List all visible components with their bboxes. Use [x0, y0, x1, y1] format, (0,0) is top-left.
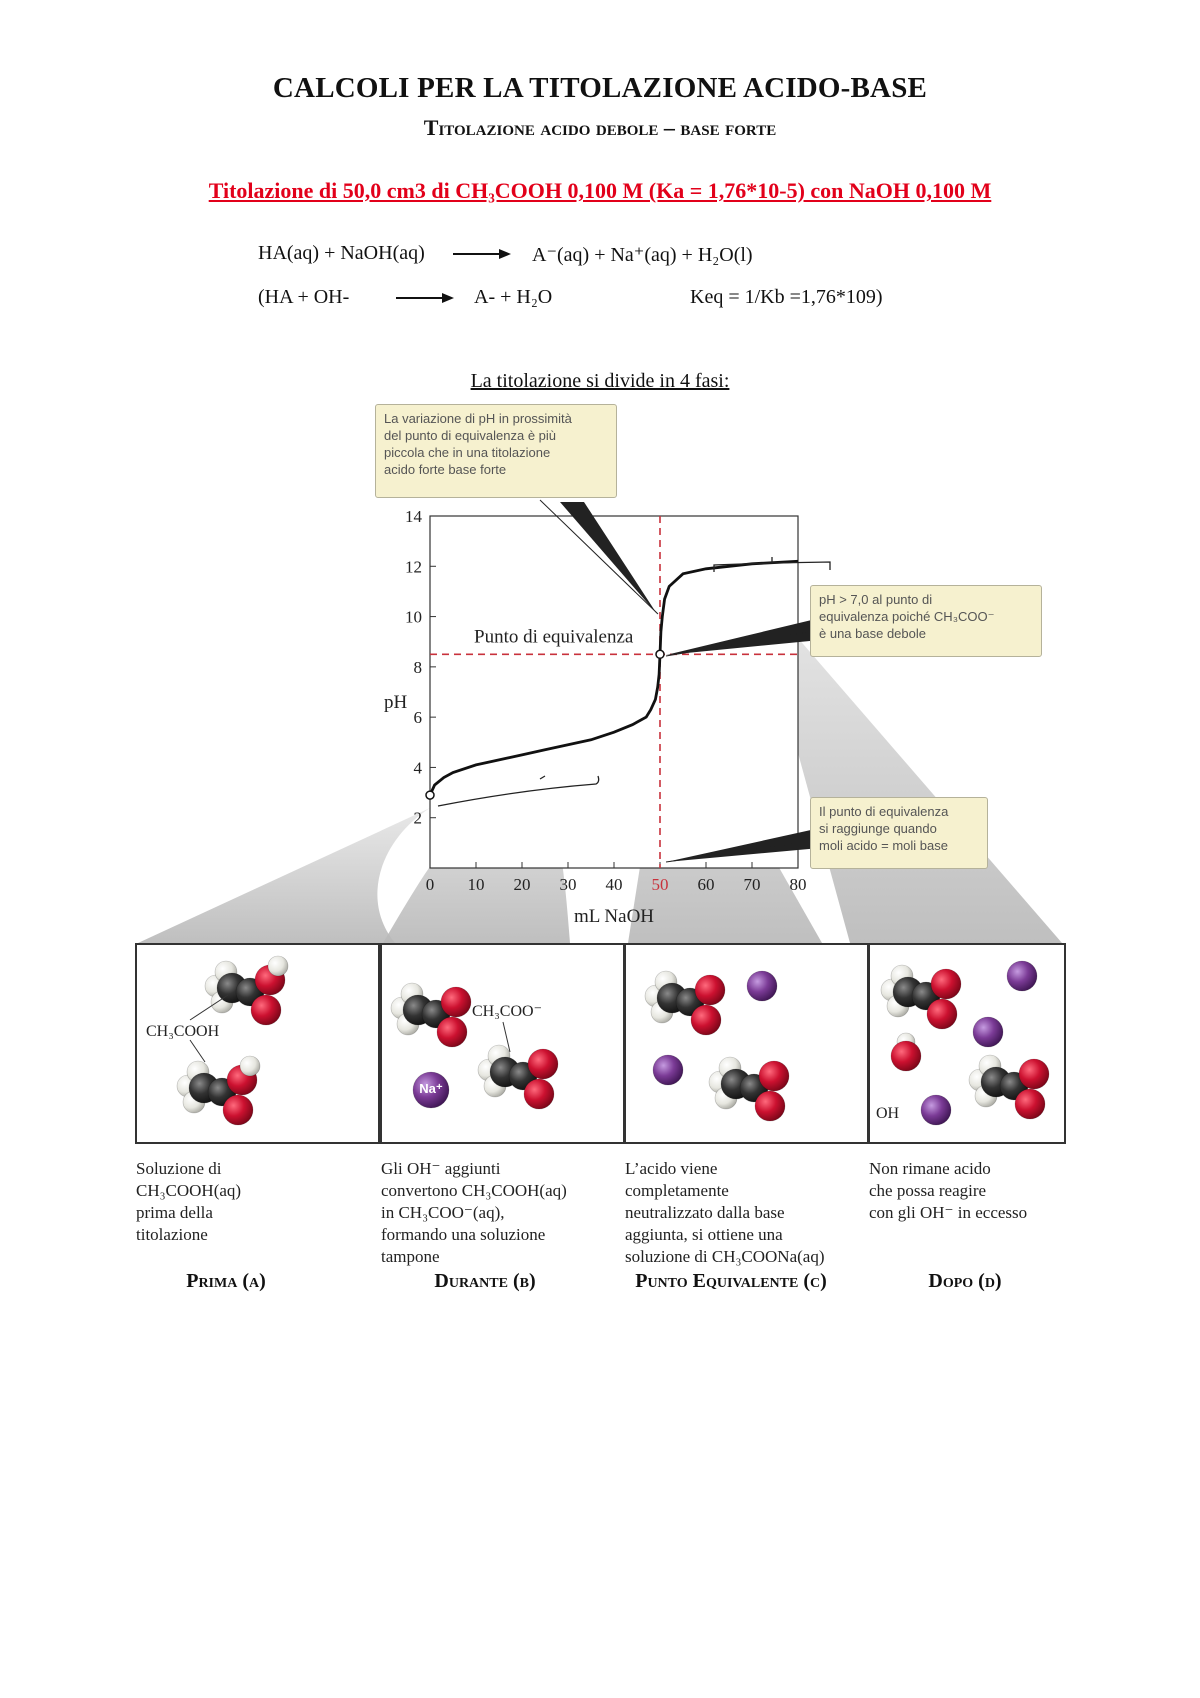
label-sodium-ion: Na⁺ — [419, 1081, 443, 1096]
x-tick-label: 50 — [652, 875, 669, 894]
reaction-arrow-1 — [453, 249, 511, 259]
hydrogen-atom — [239, 1055, 261, 1077]
oxygen-atom — [890, 1040, 922, 1072]
x-axis-label: mL NaOH — [574, 906, 654, 927]
x-tick-label: 60 — [698, 875, 715, 894]
equation-2-reactants: (HA + OH- — [258, 286, 350, 308]
phases-heading: La titolazione si divide in 4 fasi: — [470, 370, 730, 392]
x-tick-label: 20 — [514, 875, 531, 894]
buffer-region-brace — [437, 775, 600, 807]
equivalence-point-label: Punto di equivalenza — [474, 626, 634, 647]
label-acetic-acid: CH₃COOH — [146, 1023, 220, 1040]
x-tick-label: 10 — [468, 875, 485, 894]
oxygen-atom — [222, 1094, 254, 1126]
equation-2-products: A- + H₂O — [474, 286, 553, 308]
molecule-panels: CH₃COOH CH₃COO⁻ OH — [135, 943, 1066, 1144]
stage-before: Prima (a) — [186, 1270, 266, 1292]
oxygen-atom — [758, 1060, 790, 1092]
x-tick-label: 70 — [744, 875, 761, 894]
oxygen-atom — [694, 974, 726, 1006]
x-tick-label: 40 — [606, 875, 623, 894]
equilibrium-constant: Keq = 1/Kb =1,76*109) — [690, 286, 883, 308]
problem-statement: Titolazione di 50,0 cm3 di CH₃COOH 0,100… — [208, 178, 992, 203]
x-tick-label: 0 — [426, 875, 435, 894]
oxygen-atom — [1018, 1058, 1050, 1090]
callout-equivalence-definition: Il punto di equivalenza si raggiunge qua… — [810, 797, 988, 869]
sodium-ion — [1006, 960, 1038, 992]
axis-ticks: 0 10 20 30 40 50 60 70 80 2 4 6 8 10 12 14 — [405, 507, 807, 894]
oxygen-atom — [930, 968, 962, 1000]
oxygen-atom — [440, 986, 472, 1018]
oxygen-atom — [523, 1078, 555, 1110]
sodium-ion — [920, 1094, 952, 1126]
callout-pointers — [539, 499, 821, 863]
stage-equivalence: Punto Equivalente (c) — [635, 1270, 827, 1292]
y-tick-label: 4 — [414, 758, 423, 777]
oxygen-atom — [436, 1016, 468, 1048]
sodium-ion — [972, 1016, 1004, 1048]
stage-after: Dopo (d) — [928, 1270, 1002, 1292]
label-acetate: CH₃COO⁻ — [472, 1003, 542, 1020]
callout-small-ph-change: La variazione di pH in prossimità del pu… — [375, 404, 617, 498]
initial-point-marker — [425, 790, 435, 800]
oxygen-atom — [754, 1090, 786, 1122]
document-title: CALCOLI PER LA TITOLAZIONE ACIDO-BASE — [272, 72, 928, 104]
plot-frame — [429, 515, 799, 869]
y-tick-label: 14 — [405, 507, 423, 526]
y-axis-label: pH — [384, 692, 408, 713]
titration-curve-series — [428, 559, 799, 796]
document-subtitle: Titolazione acido debole – base forte — [423, 115, 777, 140]
equation-1-reactants: HA(aq) + NaOH(aq) — [258, 242, 425, 264]
label-hydroxide: OH — [876, 1105, 900, 1122]
excess-base-brace — [713, 557, 831, 572]
oxygen-atom — [690, 1004, 722, 1036]
y-tick-label: 8 — [414, 658, 423, 677]
oxygen-atom — [926, 998, 958, 1030]
oxygen-atom — [1014, 1088, 1046, 1120]
x-tick-label: 80 — [790, 875, 807, 894]
y-tick-label: 2 — [414, 809, 423, 828]
panel-during — [380, 943, 625, 1144]
x-tick-label: 30 — [560, 875, 577, 894]
oxygen-atom — [250, 994, 282, 1026]
y-tick-label: 10 — [405, 608, 422, 627]
equivalence-point-marker — [655, 649, 665, 660]
stage-during: Durante (b) — [434, 1270, 536, 1292]
sodium-ion — [652, 1054, 684, 1086]
equation-1-products: A⁻(aq) + Na⁺(aq) + H₂O(l) — [532, 244, 753, 266]
hydrogen-atom — [267, 955, 289, 977]
reaction-arrow-2 — [396, 293, 454, 303]
sodium-ion — [746, 970, 778, 1002]
y-tick-label: 6 — [414, 708, 423, 727]
oxygen-atom — [527, 1048, 559, 1080]
titration-chart: 0 10 20 30 40 50 60 70 80 2 4 6 8 10 12 14 Punto di equ… — [384, 507, 831, 927]
sodium-ion — [412, 1071, 450, 1109]
y-tick-label: 12 — [405, 557, 422, 576]
callout-ph-above-7: pH > 7,0 al punto di equivalenza poiché … — [810, 585, 1042, 657]
